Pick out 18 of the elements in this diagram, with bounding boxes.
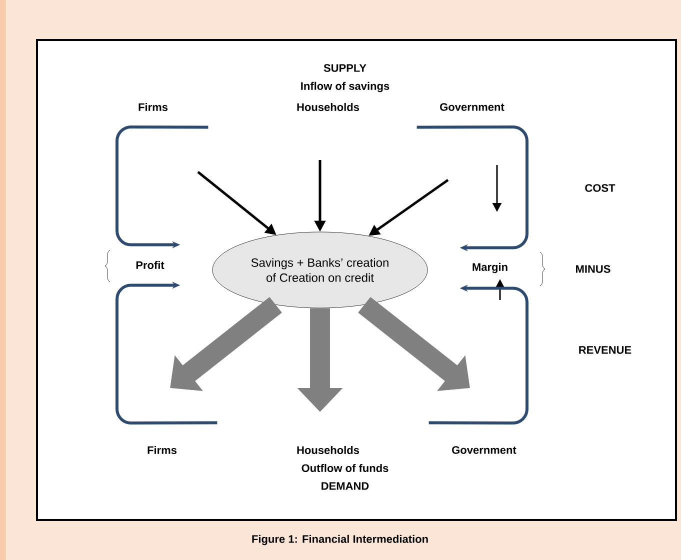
label: Government [452,446,516,454]
text-label: MINUS [576,265,610,273]
label: Margin [472,262,508,274]
arrow [416,126,528,252]
caption: Figure 1: Financial Intermediation [252,534,428,546]
label: Households [297,102,360,112]
text-label: Outflow of funds [302,464,388,472]
text-label: SUPPLY [324,64,366,72]
text-label: COST [585,184,616,192]
label: Government [440,103,504,111]
arrow [116,282,218,424]
label: Profit [136,260,164,270]
text-label: REVENUE [579,346,632,354]
label: Firms [138,102,168,112]
text-label: Inflow of savings [301,82,390,92]
label: Households [297,446,360,454]
label: Firms [148,446,177,454]
text-label: DEMAND [322,482,369,490]
